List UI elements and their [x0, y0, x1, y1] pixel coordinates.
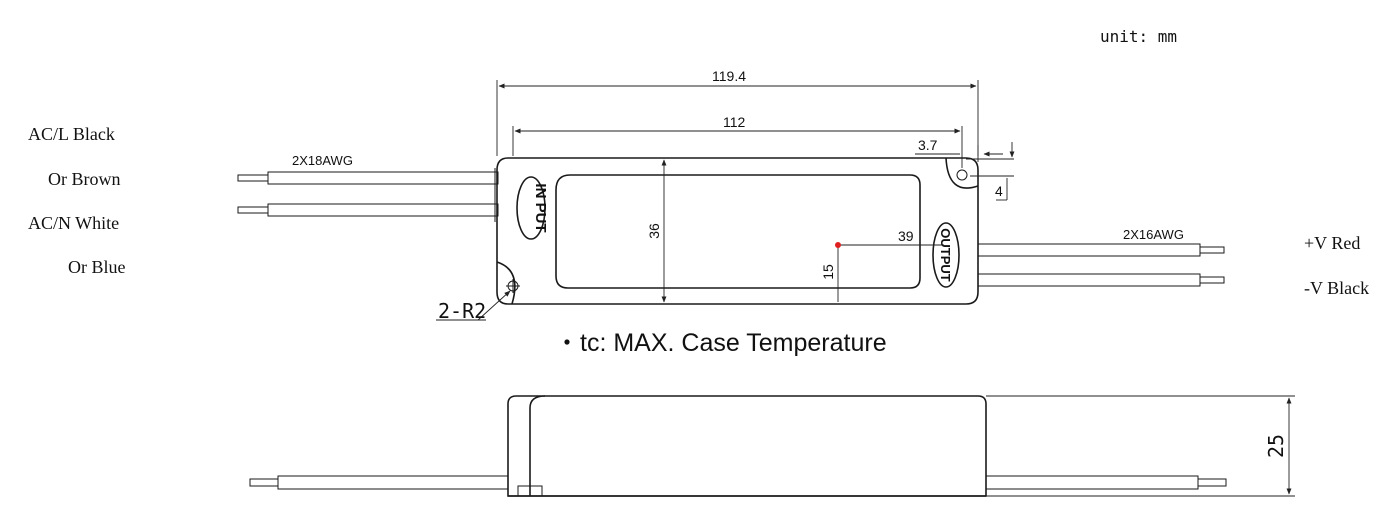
body-outline — [496, 157, 979, 305]
svg-text:3.7: 3.7 — [918, 137, 938, 153]
tc-note-text: tc: MAX. Case Temperature — [580, 329, 887, 357]
svg-text:119.4: 119.4 — [712, 68, 746, 84]
dim-body-width: 36 — [646, 159, 667, 303]
svg-text:39: 39 — [898, 228, 914, 244]
output-wires — [977, 243, 1225, 287]
wire-output-label: 2X16AWG — [1123, 227, 1184, 242]
svg-text:112: 112 — [723, 114, 746, 130]
label-recess — [555, 174, 921, 289]
svg-text:15: 15 — [820, 264, 836, 280]
radius-callout: 2-R2 — [436, 290, 511, 323]
input-port-oval — [516, 176, 546, 240]
side-lid-edge — [529, 395, 546, 496]
tc-note: tc: MAX. Case Temperature — [564, 329, 887, 357]
dim-hole-offset: 3.7 — [915, 137, 1003, 162]
label-or-brown: Or Brown — [48, 169, 121, 189]
wire-input-label: 2X18AWG — [292, 153, 353, 168]
top-view: 2X18AWG 2X16AWG IN PUT OUTPUT — [237, 68, 1225, 323]
output-port-label: OUTPUT — [938, 228, 953, 282]
label-acn: AC/N White — [28, 213, 119, 233]
input-wires — [237, 168, 499, 222]
output-port-oval — [932, 222, 960, 288]
side-view: 25 — [249, 395, 1295, 497]
label-acl: AC/L Black — [28, 124, 115, 144]
tc-point-marker — [835, 242, 841, 248]
label-or-blue: Or Blue — [68, 257, 126, 277]
unit-label: unit: mm — [1100, 27, 1177, 46]
hole-top-right — [956, 169, 968, 181]
dim-hole-edge: 4 — [966, 142, 1015, 201]
label-vpos: +V Red — [1304, 233, 1360, 253]
input-port-label: IN PUT — [532, 183, 549, 232]
dim-overall-length: 119.4 — [496, 68, 979, 156]
svg-text:4: 4 — [995, 183, 1003, 199]
tc-point-dims: 39 15 — [820, 228, 944, 302]
notch-bottom-left — [496, 261, 516, 305]
label-vneg: -V Black — [1304, 278, 1369, 298]
side-housing — [507, 395, 987, 497]
dim-mount-spacing: 112 — [512, 114, 963, 168]
svg-text:25: 25 — [1264, 434, 1288, 458]
dim-height: 25 — [986, 395, 1295, 497]
svg-text:2-R2: 2-R2 — [438, 299, 486, 323]
notch-top-right — [945, 157, 979, 189]
svg-text:36: 36 — [646, 223, 662, 239]
